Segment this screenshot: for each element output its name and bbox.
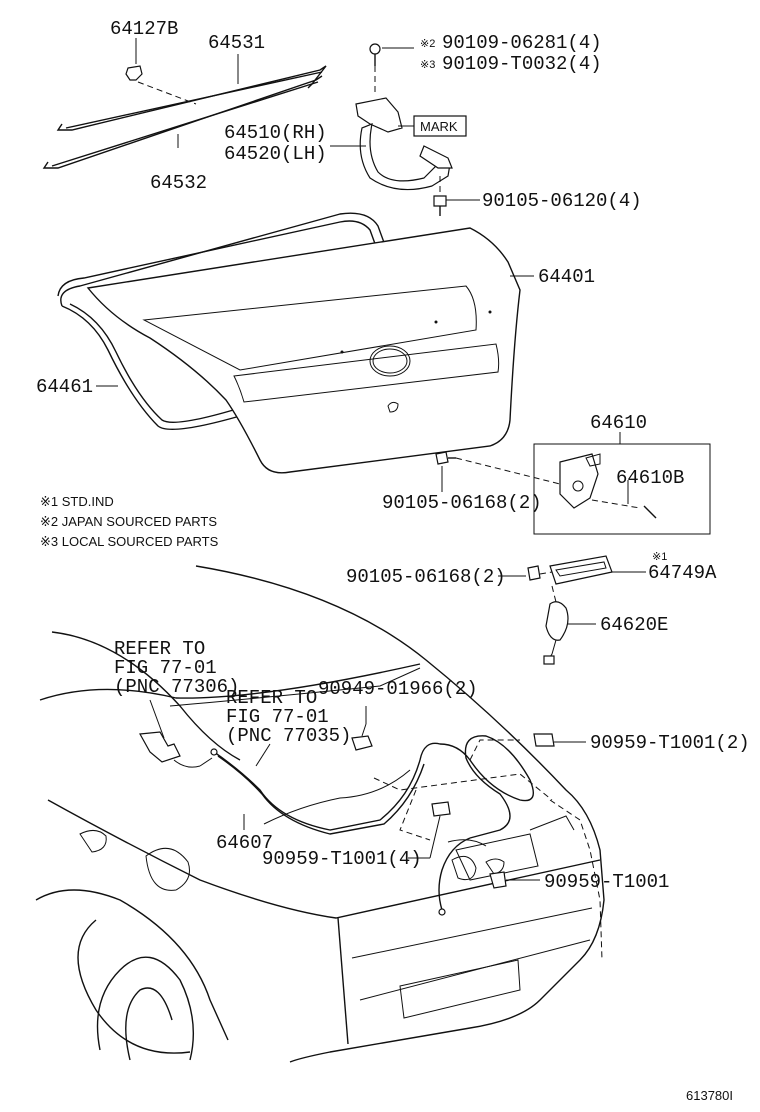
handle-64749A (549, 555, 613, 585)
legend-item-3: ※3 LOCAL SOURCED PARTS (40, 534, 219, 549)
note-mark-std: ※1 (652, 551, 667, 563)
legend: ※1 STD.IND ※2 JAPAN SOURCED PARTS ※3 LOC… (40, 494, 219, 549)
luggage-lid-64401 (86, 227, 521, 474)
label-90959-T1001: 90959-T1001 (544, 871, 669, 893)
label-90109-06281: 90109-06281(4) (442, 32, 602, 54)
mark-box-label: MARK (420, 119, 458, 134)
refer-to-1-line1: REFER TO (114, 638, 205, 660)
refer-to-2-line2: FIG 77-01 (226, 706, 329, 728)
refer-to-1-line3: (PNC 77306) (114, 676, 239, 698)
refer-to-2-line1: REFER TO (226, 687, 317, 709)
clamp-90959-T1001-4 (431, 801, 451, 817)
clamp-90959-T1001-2 (533, 733, 555, 747)
label-64461: 64461 (36, 376, 93, 398)
clamp-90949-01966 (351, 723, 373, 751)
clamp-90959-T1001 (489, 871, 507, 889)
label-90959-T1001-2: 90959-T1001(2) (590, 732, 750, 754)
label-64531: 64531 (208, 32, 265, 54)
legend-item-1: ※1 STD.IND (40, 494, 114, 509)
torsion-bar-64531 (56, 65, 327, 131)
bolt-90105-06168-a (435, 451, 561, 485)
hinge-assembly (355, 43, 453, 216)
label-64127B: 64127B (110, 18, 178, 40)
label-64610: 64610 (590, 412, 647, 434)
label-90959-T1001-4: 90959-T1001(4) (262, 848, 422, 870)
figure-id: 613780I (686, 1088, 733, 1103)
note-mark-2: ※2 (420, 38, 435, 50)
vehicle-rear-body (35, 565, 605, 1063)
legend-item-2: ※2 JAPAN SOURCED PARTS (40, 514, 217, 529)
bolt-90105-06168-b (527, 565, 553, 581)
label-90105-06120: 90105-06120(4) (482, 190, 642, 212)
lock-group-box (533, 443, 711, 535)
clip-64127B (125, 65, 197, 105)
refer-to-1-line2: FIG 77-01 (114, 657, 217, 679)
latch-linkage (139, 731, 213, 768)
note-mark-3: ※3 (420, 59, 435, 71)
label-64607: 64607 (216, 832, 273, 854)
label-64532: 64532 (150, 172, 207, 194)
torsion-bar-64532 (42, 75, 323, 169)
label-64510-rh: 64510(RH) (224, 122, 327, 144)
label-64620E: 64620E (600, 614, 668, 636)
weatherstrip-64461 (57, 212, 387, 430)
label-90109-T0032: 90109-T0032(4) (442, 53, 602, 75)
label-64401: 64401 (538, 266, 595, 288)
lock-assembly-64610 (559, 453, 657, 519)
mark-box (413, 115, 467, 137)
switch-64620E (543, 585, 569, 665)
label-90949-01966: 90949-01966(2) (318, 678, 478, 700)
refer-to-2-line3: (PNC 77035) (226, 725, 351, 747)
label-64520-lh: 64520(LH) (224, 143, 327, 165)
label-64749A: 64749A (648, 562, 717, 584)
label-90105-06168-a: 90105-06168(2) (382, 492, 542, 514)
cable-64607 (210, 735, 534, 916)
label-64610B: 64610B (616, 467, 684, 489)
label-90105-06168-b: 90105-06168(2) (346, 566, 506, 588)
